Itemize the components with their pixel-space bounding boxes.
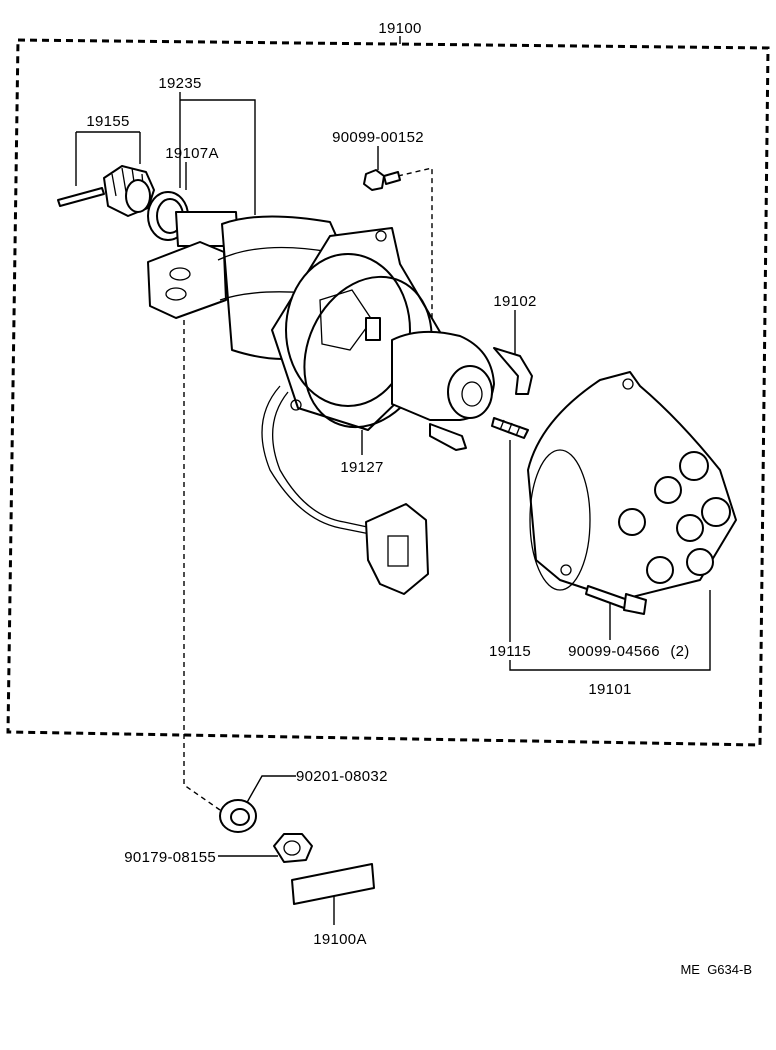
reference-code: ME G634-B xyxy=(680,962,752,977)
label-90179-08155: 90179-08155 xyxy=(124,849,216,866)
label-19107a: 19107A xyxy=(165,145,219,162)
cap-screw-part xyxy=(585,585,647,615)
wire-harness-part xyxy=(261,385,429,595)
label-plate-part xyxy=(291,863,375,905)
label-90099-04566: 90099-04566 xyxy=(568,643,660,660)
label-90201-08032: 90201-08032 xyxy=(296,768,388,785)
label-19155: 19155 xyxy=(86,113,129,130)
label-90099-00152: 90099-00152 xyxy=(332,129,424,146)
label-19102: 19102 xyxy=(493,293,536,310)
label-19100: 19100 xyxy=(378,20,421,37)
pin-part xyxy=(57,187,105,207)
washer-part xyxy=(219,799,257,833)
rotor-part xyxy=(391,330,533,451)
label-19115: 19115 xyxy=(489,643,531,660)
top-screw-part xyxy=(363,169,401,191)
drive-gear-part xyxy=(103,165,155,217)
spring-part xyxy=(491,417,529,439)
label-90099-04566-qty: (2) xyxy=(670,643,689,660)
label-19127: 19127 xyxy=(340,459,383,476)
distributor-cap-part xyxy=(527,371,737,601)
label-19100a: 19100A xyxy=(313,931,367,948)
nut-part xyxy=(273,833,313,863)
assembly-boundary xyxy=(6,38,770,747)
label-19235: 19235 xyxy=(158,75,201,92)
label-19101: 19101 xyxy=(588,681,631,698)
